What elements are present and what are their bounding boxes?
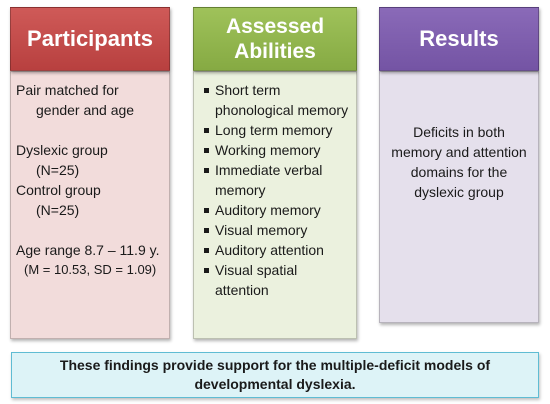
abilities-title-line2: Abilities bbox=[234, 40, 316, 63]
ability-item: Long term memory bbox=[204, 120, 350, 140]
abilities-header: Assessed Abilities bbox=[193, 7, 357, 71]
participants-header: Participants bbox=[10, 7, 170, 71]
results-title: Results bbox=[419, 26, 499, 51]
participants-title: Participants bbox=[27, 26, 153, 51]
results-box: Deficits in both memory and attention do… bbox=[379, 71, 539, 323]
abilities-box: Short term phonological memory Long term… bbox=[193, 71, 357, 339]
control-group-n: (N=25) bbox=[36, 202, 80, 218]
results-text: Deficits in both memory and attention do… bbox=[391, 124, 527, 200]
participants-matching-line2: gender and age bbox=[36, 102, 135, 118]
participants-box: Pair matched for gender and age Dyslexic… bbox=[10, 71, 170, 339]
ability-item: Short term phonological memory bbox=[204, 80, 350, 120]
ability-item: Visual spatial attention bbox=[204, 260, 350, 300]
dyslexic-group-label: Dyslexic group bbox=[16, 142, 108, 158]
results-header: Results bbox=[379, 7, 539, 71]
age-range: Age range 8.7 – 11.9 y. bbox=[16, 242, 160, 258]
abilities-title-line1: Assessed bbox=[225, 15, 325, 38]
participants-matching-line1: Pair matched for bbox=[16, 82, 119, 98]
ability-item: Auditory memory bbox=[204, 200, 350, 220]
control-group-label: Control group bbox=[16, 182, 101, 198]
ability-item: Immediate verbal memory bbox=[204, 160, 350, 200]
abilities-list: Short term phonological memory Long term… bbox=[204, 80, 350, 300]
ability-item: Working memory bbox=[204, 140, 350, 160]
conclusion-box: These findings provide support for the m… bbox=[11, 352, 539, 398]
dyslexic-group-n: (N=25) bbox=[36, 162, 80, 178]
ability-item: Auditory attention bbox=[204, 240, 350, 260]
conclusion-text: These findings provide support for the m… bbox=[59, 357, 491, 392]
age-stats: (M = 10.53, SD = 1.09) bbox=[24, 262, 157, 277]
ability-item: Visual memory bbox=[204, 220, 350, 240]
